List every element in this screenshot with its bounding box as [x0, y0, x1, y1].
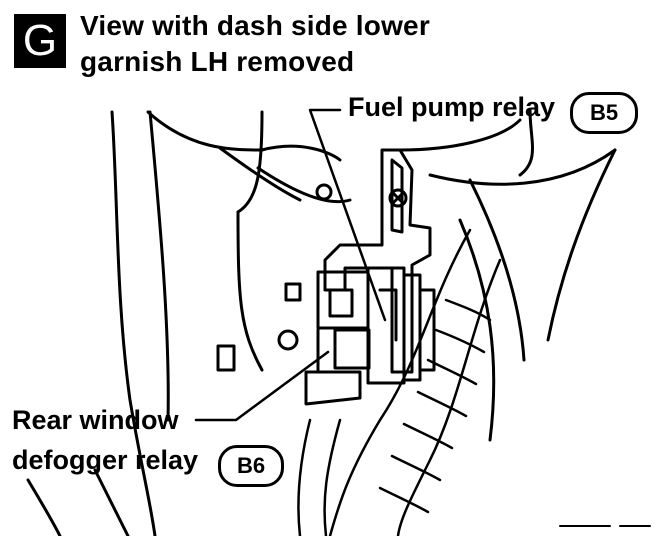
rear-defogger-relay-label-line-2: defogger relay: [12, 445, 199, 475]
leader-lines: [194, 108, 387, 422]
rear-defogger-relay-label-line-1: Rear window: [12, 405, 179, 435]
rear-defogger-relay-ref-badge: B6: [218, 445, 284, 487]
dash-frame: [218, 108, 617, 442]
fuel-pump-relay-ref-badge: B5: [570, 92, 638, 134]
view-title-line-2: garnish LH removed: [80, 46, 355, 77]
wiring-harness: [297, 228, 502, 536]
relay-bracket: [323, 148, 432, 374]
body-panel-outline: [26, 110, 264, 536]
view-title-line-1: View with dash side lower: [80, 10, 430, 41]
fuel-pump-relay-shape: [366, 266, 436, 385]
fuel-pump-relay-label: Fuel pump relay: [348, 92, 556, 122]
rear-defogger-relay-shape: [304, 270, 371, 406]
section-letter-badge: G: [14, 14, 66, 68]
panel-holes: [216, 183, 333, 372]
